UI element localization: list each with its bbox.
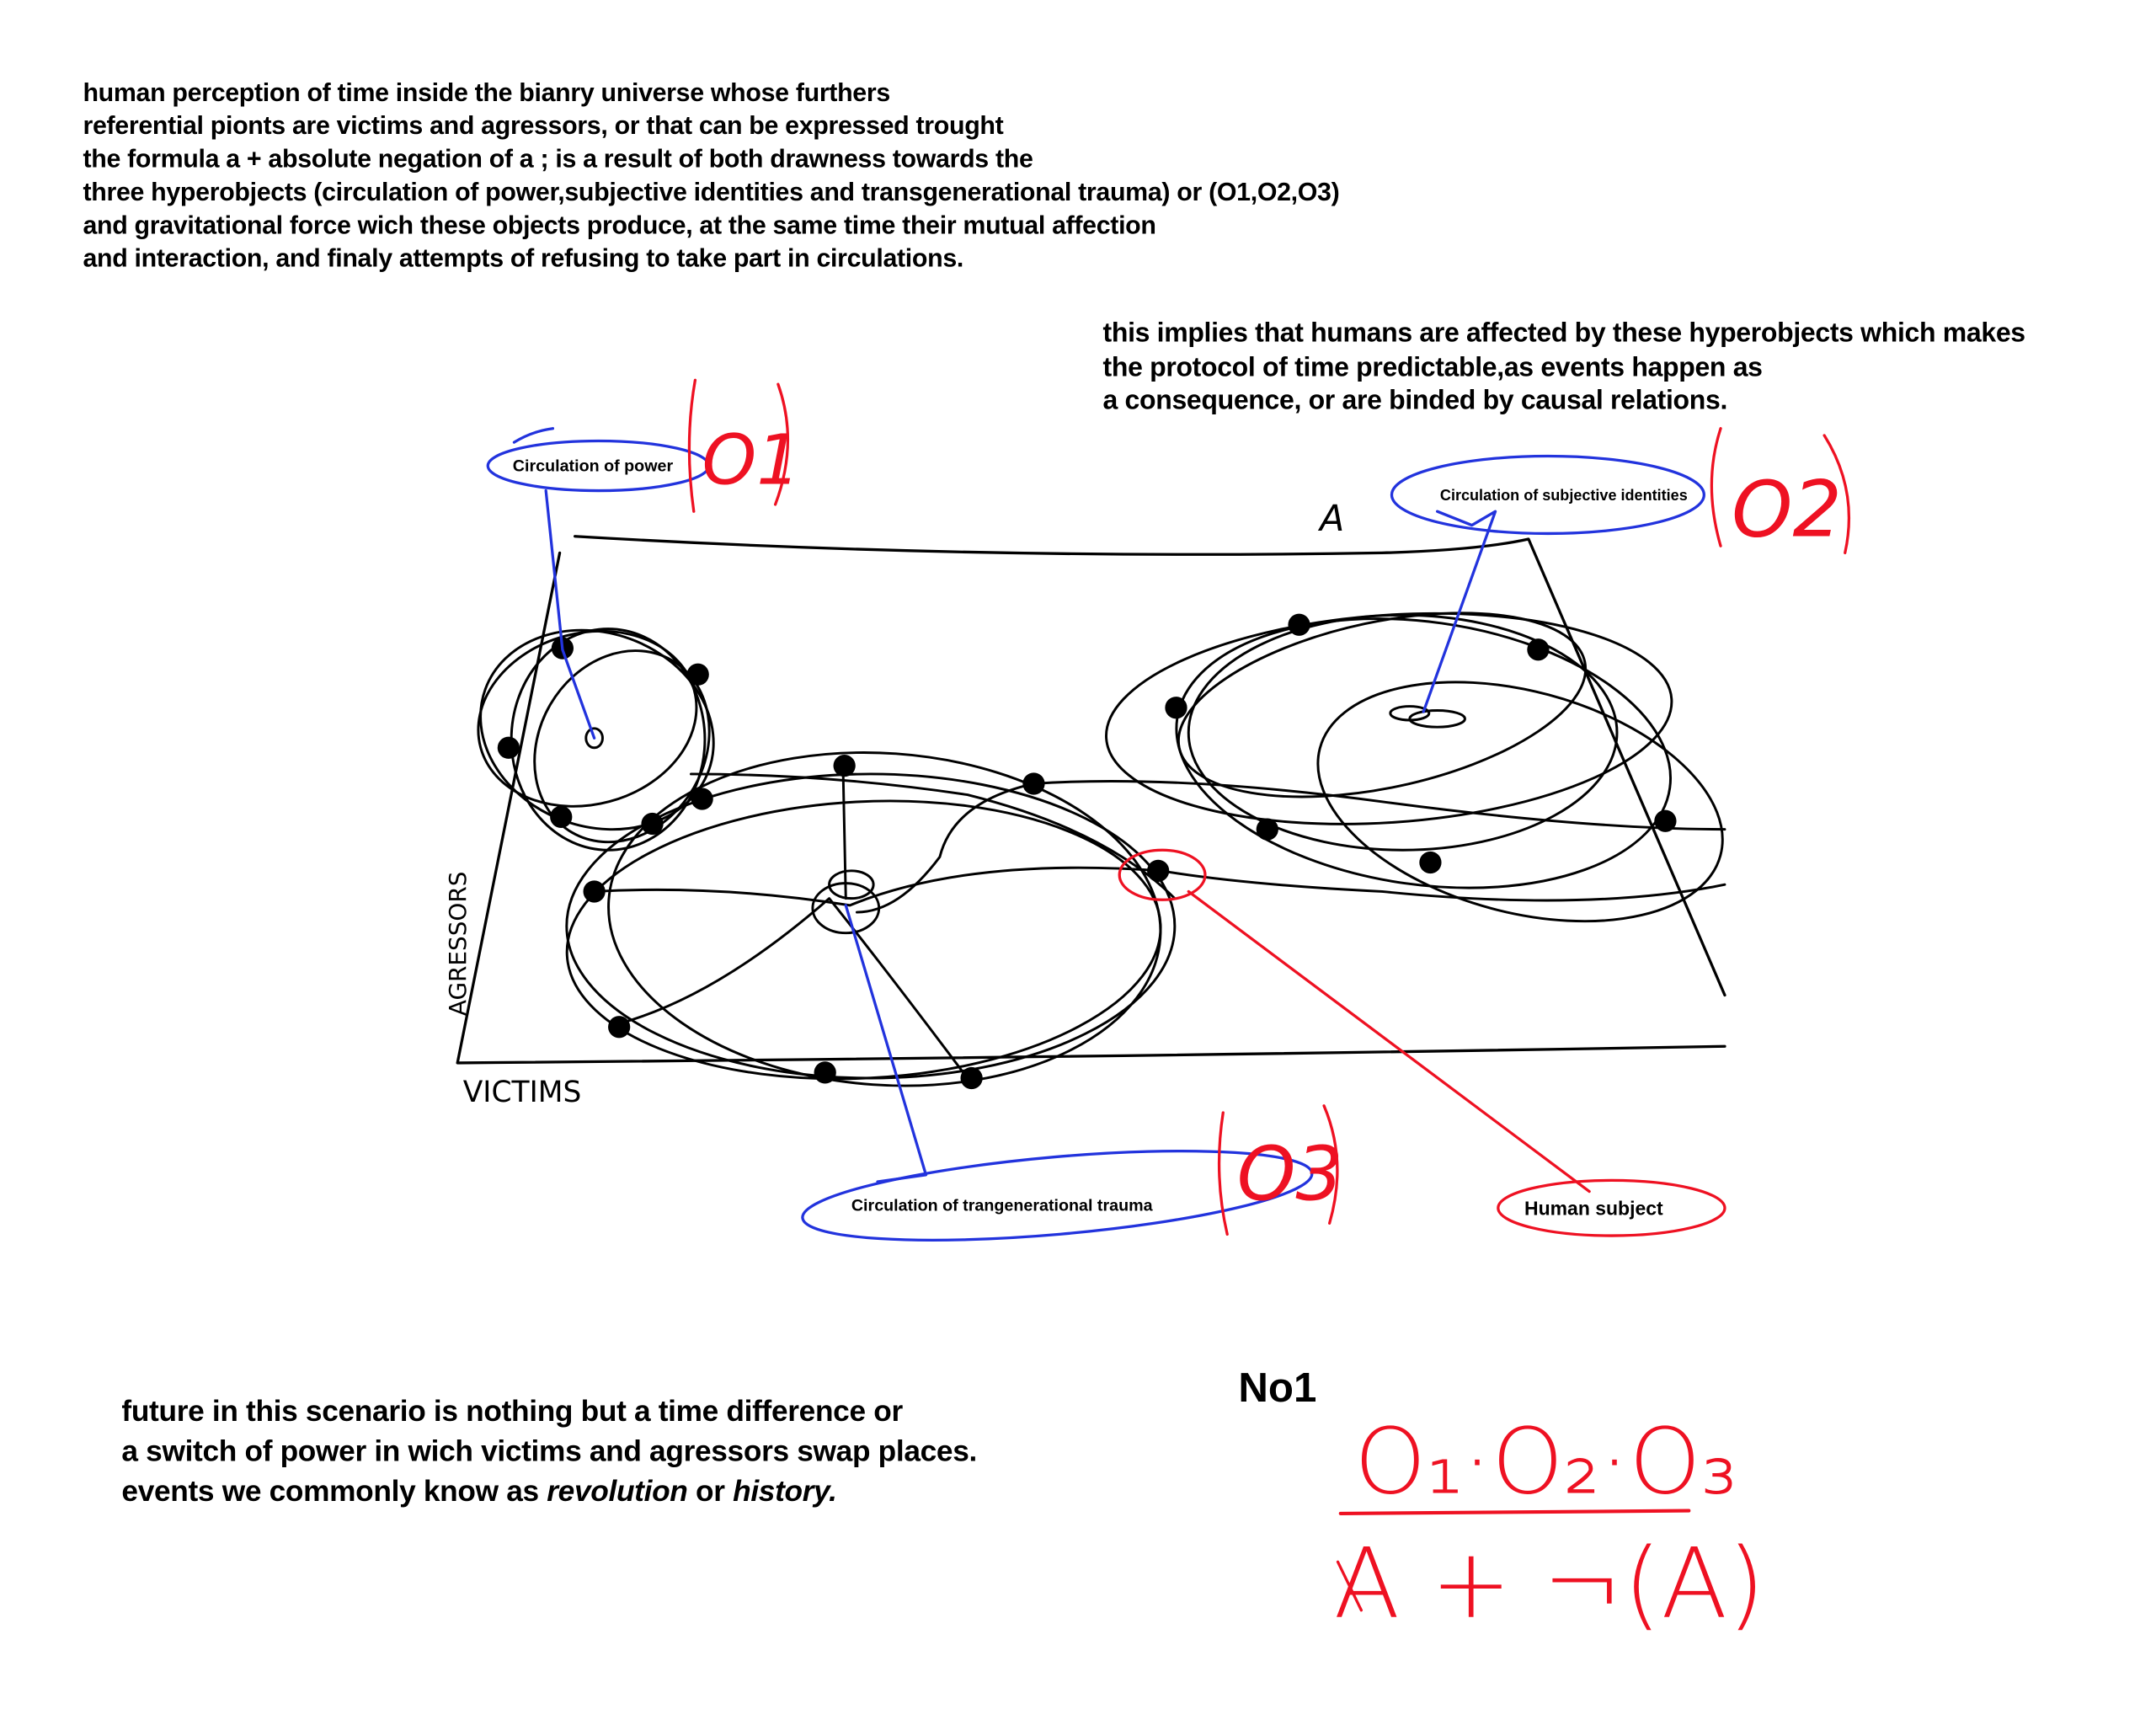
label-bubble-trauma [801, 1149, 1314, 1242]
emphasis-history: history. [733, 1474, 837, 1509]
label-bubble-human [1497, 1178, 1726, 1237]
node [608, 1016, 631, 1039]
o1-paren-right [773, 382, 790, 506]
formula-deco [1336, 1560, 1364, 1612]
fraction-bar [1338, 1509, 1691, 1515]
cluster-trauma [565, 751, 1726, 1087]
label-bubble-identities [1390, 454, 1705, 536]
plane-left-bottom-edge [456, 551, 1726, 1065]
node [583, 880, 606, 903]
node [833, 754, 856, 777]
red-annotations [687, 378, 1851, 1612]
nodes [497, 613, 1677, 1090]
conclusion-line: future in this scenario is nothing but a… [121, 1394, 903, 1429]
intro-line: and gravitational force wich these objec… [83, 211, 1156, 240]
axis-label-victims: VICTIMS [463, 1076, 582, 1109]
plane-top-edge [574, 535, 1726, 997]
o1-hand-label: O1 [702, 420, 801, 500]
conclusion-paragraph: future in this scenario is nothing but a… [121, 1391, 977, 1512]
formula-denominator: A + ¬(A) [1334, 1528, 1765, 1641]
node [1256, 818, 1278, 841]
implication-paragraph: this implies that humans are affected by… [1102, 317, 2026, 419]
o1-paren-left [687, 378, 697, 513]
emphasis-revolution: revolution [547, 1474, 688, 1509]
conclusion-line: a switch of power in wich victims and ag… [121, 1434, 978, 1468]
intro-line: and interaction, and finaly attempts of … [83, 243, 964, 274]
node [1022, 772, 1045, 795]
axis-label-a: A [1317, 498, 1344, 540]
label-bubble-power [486, 439, 711, 493]
node [550, 805, 573, 828]
text: or [687, 1474, 734, 1509]
intro-line: referential pionts are victims and agres… [83, 110, 1004, 140]
implication-line: the protocol of time predictable,as even… [1102, 351, 1763, 382]
human-node-highlight [1118, 848, 1207, 901]
label-human-subject: Human subject [1524, 1197, 1663, 1219]
node [814, 1061, 836, 1084]
node [960, 1066, 983, 1090]
text: events we commonly know as [121, 1474, 547, 1509]
conclusion-line: events we commonly know as revolution or… [121, 1472, 977, 1513]
node [1165, 697, 1187, 719]
intro-line: three hyperobjects (circulation of power… [83, 177, 1340, 206]
node [1654, 809, 1677, 832]
node [1527, 638, 1550, 661]
cluster-power [477, 628, 715, 852]
intro-line: human perception of time inside the bian… [83, 77, 890, 107]
node [691, 788, 713, 810]
node [1288, 613, 1310, 636]
formula-number: No1 [1238, 1365, 1317, 1412]
o2-hand-label: O2 [1732, 465, 1842, 555]
node [1419, 851, 1442, 874]
formula-numerator: O₁·O₂·O₃ [1354, 1407, 1737, 1514]
o3-hand-label: O3 [1237, 1130, 1343, 1217]
label-identities: Circulation of subjective identities [1440, 487, 1688, 504]
blue-annotations [486, 427, 1705, 1242]
axis-label-agressors: AGRESSORS [444, 872, 472, 1017]
cluster-identities [1105, 611, 1724, 923]
intro-paragraph: human perception of time inside the bian… [83, 76, 1339, 275]
label-trauma: Circulation of trangenerational trauma [851, 1197, 1154, 1215]
node [641, 812, 664, 836]
node [686, 663, 709, 686]
intro-line: the formula a + absolute negation of a ;… [83, 143, 1033, 174]
implication-line: a consequence, or are binded by causal r… [1102, 386, 1728, 417]
plane [456, 535, 1726, 1065]
node [497, 736, 520, 759]
label-power: Circulation of power [513, 457, 674, 476]
implication-line: this implies that humans are affected by… [1102, 318, 2026, 349]
node [1147, 859, 1170, 882]
